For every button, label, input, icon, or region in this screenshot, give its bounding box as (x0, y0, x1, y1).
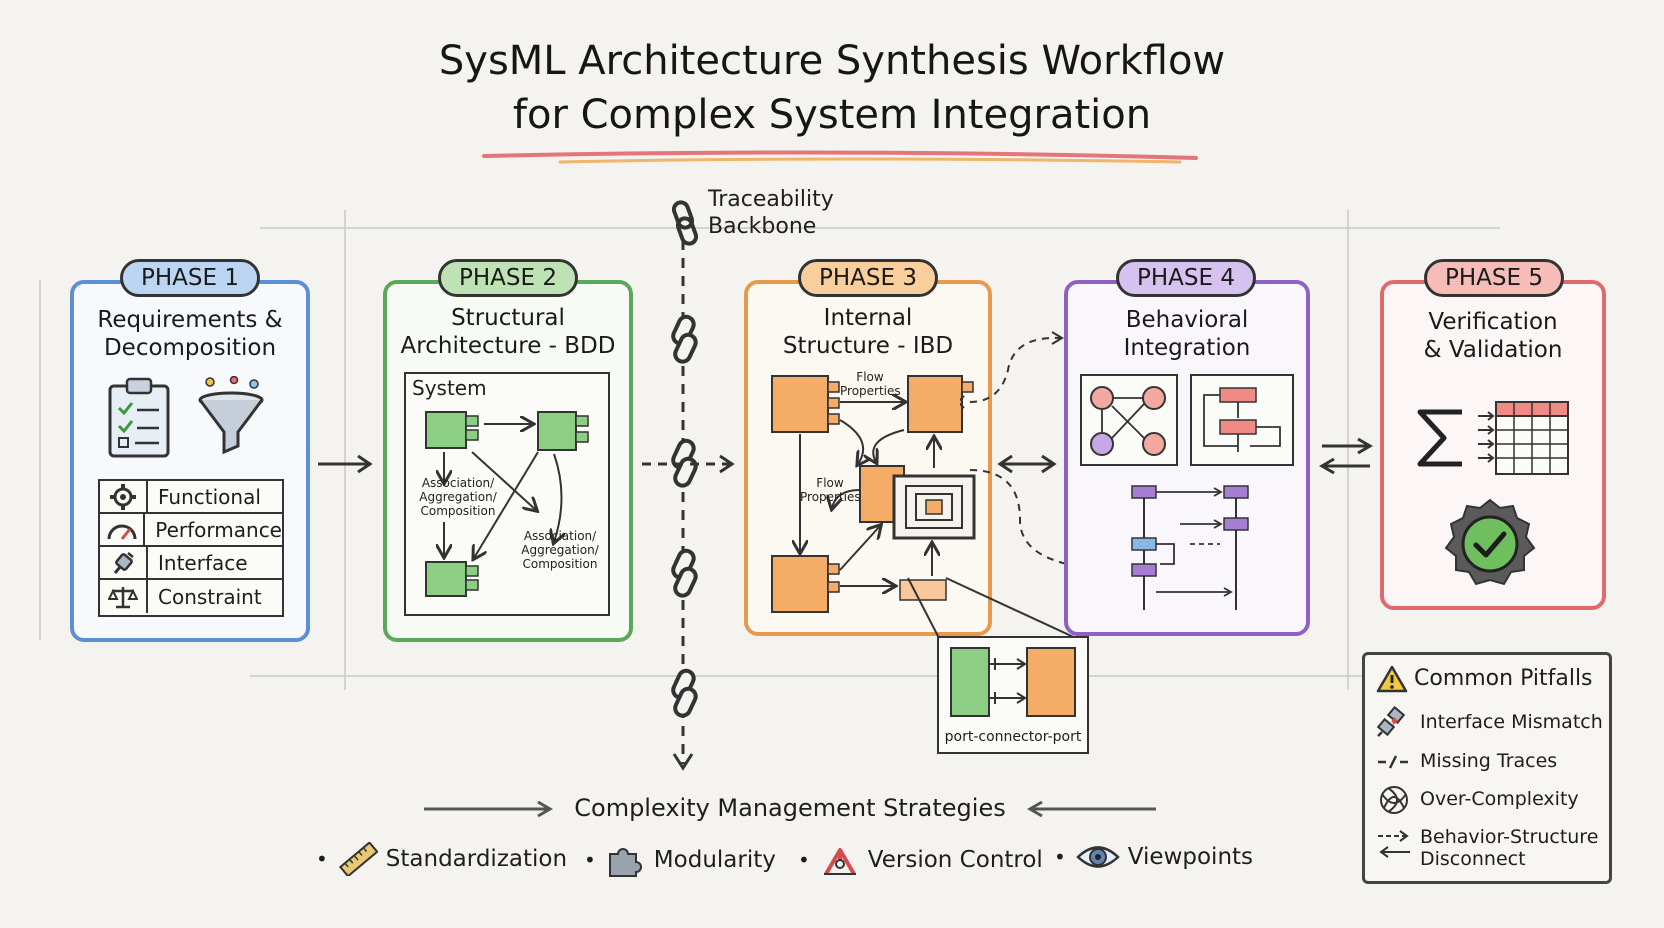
data-table-icon (1478, 401, 1569, 475)
eye-icon (1075, 846, 1120, 868)
port-connector-port-diagram (950, 647, 1076, 717)
requirement-row: Constraint (100, 580, 282, 613)
requirement-row: Performance (100, 514, 282, 547)
bdd-system-label: System (412, 376, 487, 400)
requirement-row: Interface (100, 547, 282, 580)
phase-1-title: Requirements & Decomposition (74, 306, 306, 362)
ibd-flow-properties-label-1: Flow Properties (840, 370, 901, 398)
requirement-label-performance: Performance (155, 517, 282, 542)
bdd-block-diagram (425, 411, 589, 597)
phase-3-title-line-1: Internal (823, 305, 913, 331)
strategies-arrow-right (1027, 800, 1156, 818)
page-title: SysML Architecture Synthesis Workflow fo… (0, 34, 1664, 142)
requirement-label-constraint: Constraint (158, 584, 262, 609)
chain-link-icon (671, 548, 698, 598)
strategies-arrow-left (424, 800, 553, 818)
title-line-1: SysML Architecture Synthesis Workflow (438, 38, 1226, 84)
strategy-item-modularity: • Modularity (584, 842, 776, 878)
pitfall-label-missing-traces: Missing Traces (1420, 750, 1558, 772)
funnel-icon (198, 376, 264, 455)
traceability-label: Traceability Backbone (708, 187, 834, 239)
pitfall-label-behavior-structure-disconnect: Behavior-Structure Disconnect (1420, 826, 1599, 870)
port-connector-port-label: port-connector-port (944, 729, 1082, 745)
title-line-2: for Complex System Integration (512, 92, 1152, 138)
state-machine-diagram (1080, 374, 1178, 466)
phase-1-title-line-1: Requirements & (97, 307, 283, 333)
strategy-label: Modularity (653, 847, 776, 873)
port-connector-callout-lines (907, 577, 1081, 641)
phase-2-badge: PHASE 2 (438, 259, 578, 297)
strategy-label: Standardization (385, 846, 568, 872)
chain-link-icon (671, 200, 699, 246)
activity-diagram (1190, 374, 1294, 466)
requirements-table: Functional Performance Interface Constra… (98, 479, 284, 617)
title-underline (482, 150, 1198, 164)
broken-link-icon (1378, 755, 1408, 769)
phase-3-title-line-2: Structure - IBD (782, 333, 954, 359)
requirement-label-functional: Functional (158, 484, 261, 509)
phase-4-badge: PHASE 4 (1116, 259, 1256, 297)
strategies-heading: Complexity Management Strategies (574, 794, 1006, 822)
strategy-label: Viewpoints (1127, 844, 1254, 870)
branch-icon (823, 848, 856, 876)
flow-arrow-1-2 (318, 454, 373, 474)
bdd-relation-label-1: Association/ Aggregation/ Composition (419, 476, 497, 518)
phase-1-title-line-2: Decomposition (103, 335, 277, 361)
broken-plug-icon (1376, 706, 1406, 737)
phase-4-title-line-2: Integration (1123, 335, 1251, 361)
ibd-flow-properties-label-2: Flow Properties (800, 476, 861, 504)
phase-5-title: Verification & Validation (1384, 308, 1602, 364)
pitfall-label-interface-mismatch: Interface Mismatch (1420, 711, 1603, 733)
chain-link-icon (671, 668, 698, 718)
tangle-icon (1380, 786, 1408, 814)
chain-link-icon (671, 438, 698, 488)
strategy-item-viewpoints: • Viewpoints (1054, 844, 1254, 870)
gear-icon (100, 481, 148, 512)
ruler-icon (338, 842, 378, 876)
sigma-icon (1417, 409, 1462, 467)
chain-link-icon (671, 314, 698, 364)
disconnect-arrows-icon (1378, 830, 1410, 858)
ibd-diagram (771, 375, 976, 613)
strategy-item-version-control: • Version Control (798, 842, 1043, 878)
flow-arrow-2-3 (642, 454, 735, 474)
phase-1-badge: PHASE 1 (120, 259, 260, 297)
strategy-item-standardization: • Standardization (316, 842, 567, 876)
phase-3-badge: PHASE 3 (798, 259, 938, 297)
phase-2-title: Structural Architecture - BDD (386, 304, 630, 360)
pitfalls-heading: Common Pitfalls (1414, 666, 1593, 691)
phase-5-title-line-2: & Validation (1423, 337, 1563, 363)
requirement-row: Functional (100, 481, 282, 514)
flow-arrow-4-5 (1319, 437, 1373, 475)
dashed-connector-3-4 (960, 331, 1130, 571)
puzzle-icon (608, 848, 642, 877)
verified-badge-icon (1444, 498, 1536, 586)
strategy-label: Version Control (867, 847, 1043, 873)
scales-icon (100, 580, 148, 613)
phase-5-badge: PHASE 5 (1424, 259, 1564, 297)
phase-2-title-line-2: Architecture - BDD (400, 333, 616, 359)
flow-arrow-3-4 (997, 454, 1057, 474)
phase-4-title: Behavioral Integration (1068, 306, 1306, 362)
sequence-diagram (1131, 485, 1249, 610)
pitfall-label-over-complexity: Over-Complexity (1420, 788, 1579, 810)
gauge-icon (100, 514, 146, 545)
warning-icon (1376, 665, 1408, 693)
phase-2-title-line-1: Structural (451, 305, 565, 331)
phase-3-title: Internal Structure - IBD (748, 304, 988, 360)
phase-4-title-line-1: Behavioral (1125, 307, 1249, 333)
clipboard-checklist-icon (108, 377, 170, 458)
bdd-relation-label-2: Association/ Aggregation/ Composition (521, 529, 599, 571)
requirement-label-interface: Interface (158, 550, 248, 575)
phase-5-title-line-1: Verification (1428, 309, 1558, 335)
plug-icon (100, 547, 148, 578)
